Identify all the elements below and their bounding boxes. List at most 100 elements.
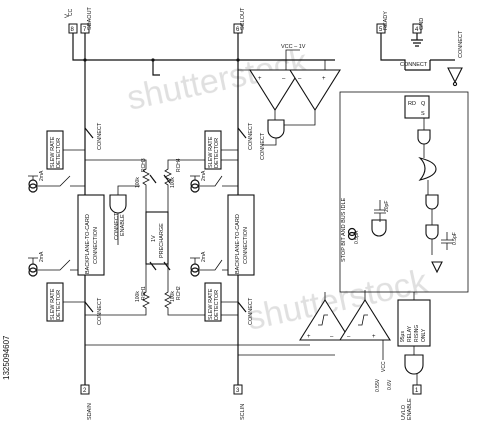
svg-text:4: 4 (415, 27, 419, 33)
scl-bottom-connect-switch: CONNECT (237, 297, 254, 325)
relay-delay-block: 95μs RELAY RISING ONLY (397, 292, 431, 347)
logic-buffer (431, 261, 443, 274)
svg-text:DETECTOR: DETECTOR (214, 138, 220, 168)
pin-sclout: 6 SCLOUT (233, 7, 246, 34)
svg-text:5: 5 (379, 27, 383, 33)
svg-text:CONNECT: CONNECT (400, 62, 428, 68)
svg-text:2mA: 2mA (201, 170, 207, 181)
enable-and-gate (404, 346, 424, 385)
resistor-rch2: 100k RCH2 (164, 280, 238, 316)
svg-text:6: 6 (236, 27, 240, 33)
svg-text:SLEW RATE: SLEW RATE (50, 136, 56, 168)
svg-text:CONNECT: CONNECT (260, 132, 266, 160)
svg-text:+: + (258, 76, 262, 82)
resistor-rch3: 100k RCH3 (85, 158, 150, 200)
pin-sdaout: 7 SDAOUT (80, 6, 93, 34)
svg-text:DETECTOR: DETECTOR (214, 290, 220, 320)
pin-sclin: 3 SCLIN (233, 384, 246, 420)
svg-text:CC: CC (68, 8, 74, 16)
current-source-bottom: 2mA (28, 251, 78, 277)
svg-text:CONNECT: CONNECT (248, 122, 254, 150)
svg-text:–: – (298, 76, 302, 82)
svg-text:RELAY: RELAY (407, 325, 413, 342)
svg-text:DETECTOR: DETECTOR (56, 138, 62, 168)
backplane-block-left: BACKPLANE-TO-CARD CONNECTION (77, 194, 105, 276)
rs-latch: RD Q S (404, 95, 430, 119)
svg-text:READY: READY (383, 11, 389, 30)
stock-id-label: 1325094607 (2, 335, 11, 380)
svg-text:ENABLE: ENABLE (120, 214, 126, 236)
backplane-block-right: BACKPLANE-TO-CARD CONNECTION (227, 194, 255, 276)
sda-top-connect-switch: CONNECT (84, 122, 103, 150)
svg-text:7: 7 (83, 27, 87, 33)
svg-text:20pF: 20pF (384, 201, 390, 212)
current-source-top-right: 2mA (190, 170, 238, 193)
scl-top-connect-switch: CONNECT (237, 122, 254, 150)
pin-sdain: 2 SDAIN (80, 384, 93, 420)
capacitor-20pf: 20pF (374, 200, 390, 222)
svg-text:UVLO: UVLO (401, 404, 407, 420)
svg-text:2mA: 2mA (201, 251, 207, 262)
resistor-rch4: 100k RCH4 (164, 158, 238, 200)
pin-vcc: 8 V CC (65, 8, 78, 34)
svg-text:–: – (330, 334, 334, 340)
svg-text:100k: 100k (170, 291, 176, 302)
bottom-comparators: + – – + 0.55V VCC 0.6V (85, 290, 393, 392)
current-source-bottom-right: 2mA (190, 251, 228, 277)
precharge-feed (152, 60, 160, 76)
sda-bottom-connect-switch: CONNECT (84, 297, 103, 325)
svg-text:ONLY: ONLY (421, 328, 427, 342)
svg-text:0.55V: 0.55V (375, 378, 381, 392)
svg-text:ENABLE: ENABLE (407, 398, 413, 420)
pin-enable: 1 UVLO ENABLE (401, 384, 422, 420)
connect-enable-gate: CONNECT ENABLE (109, 185, 140, 245)
svg-text:–: – (282, 76, 286, 82)
svg-text:CONNECT: CONNECT (97, 122, 103, 150)
svg-text:RCH4: RCH4 (176, 158, 182, 172)
capacitor-05pf: 0.5pF (441, 232, 458, 250)
svg-text:DETECTOR: DETECTOR (56, 290, 62, 320)
svg-text:2mA: 2mA (39, 251, 45, 262)
svg-text:V: V (65, 14, 71, 18)
svg-text:+: + (372, 334, 376, 340)
svg-text:VCC: VCC (381, 361, 387, 372)
svg-text:2: 2 (83, 388, 87, 394)
pin-gnd: 4 GND (412, 18, 425, 34)
svg-text:CONNECT: CONNECT (97, 297, 103, 325)
svg-text:0.6V: 0.6V (387, 379, 393, 390)
svg-text:0.5pF: 0.5pF (452, 232, 458, 245)
svg-text:RCH3: RCH3 (141, 158, 147, 172)
svg-text:CONNECT: CONNECT (458, 30, 464, 58)
svg-text:SLEW RATE: SLEW RATE (50, 288, 56, 320)
svg-text:RISING: RISING (414, 325, 420, 342)
svg-text:8: 8 (71, 27, 75, 33)
top-comparators: + – – + VCC – 1V (238, 44, 341, 126)
svg-text:SDAOUT: SDAOUT (87, 6, 93, 30)
precharge-block: 1V PRECHARGE (145, 200, 169, 280)
svg-text:RD: RD (408, 101, 416, 107)
svg-text:1V: 1V (151, 235, 157, 242)
precharge-switches (149, 174, 171, 271)
svg-text:RCH1: RCH1 (141, 286, 147, 300)
svg-text:GND: GND (419, 18, 425, 30)
slew-rate-detector-top: SLEW RATE DETECTOR (46, 130, 85, 170)
connect-and-gate: CONNECT (260, 119, 285, 160)
svg-text:100k: 100k (135, 177, 141, 188)
slew-rate-detector-bottom-right: SLEW RATE DETECTOR (204, 282, 238, 322)
logic-gates (371, 118, 439, 255)
svg-text:CONNECTION: CONNECTION (93, 227, 99, 264)
logic-box: STOP BIT AND BUS IDLE (339, 91, 469, 293)
current-source-05ua: 0.5μA (347, 227, 360, 244)
svg-text:S: S (421, 111, 425, 117)
svg-text:RCH2: RCH2 (176, 286, 182, 300)
resistor-rch1: 100k RCH1 (85, 280, 150, 316)
svg-text:100k: 100k (135, 291, 141, 302)
svg-text:SCLIN: SCLIN (240, 404, 246, 420)
svg-text:CONNECTION: CONNECTION (243, 227, 249, 264)
svg-text:2mA: 2mA (39, 170, 45, 181)
svg-text:SLEW RATE: SLEW RATE (208, 288, 214, 320)
svg-text:STOP BIT AND BUS IDLE: STOP BIT AND BUS IDLE (341, 197, 347, 262)
svg-text:100k: 100k (170, 177, 176, 188)
svg-text:95μs: 95μs (400, 331, 406, 342)
